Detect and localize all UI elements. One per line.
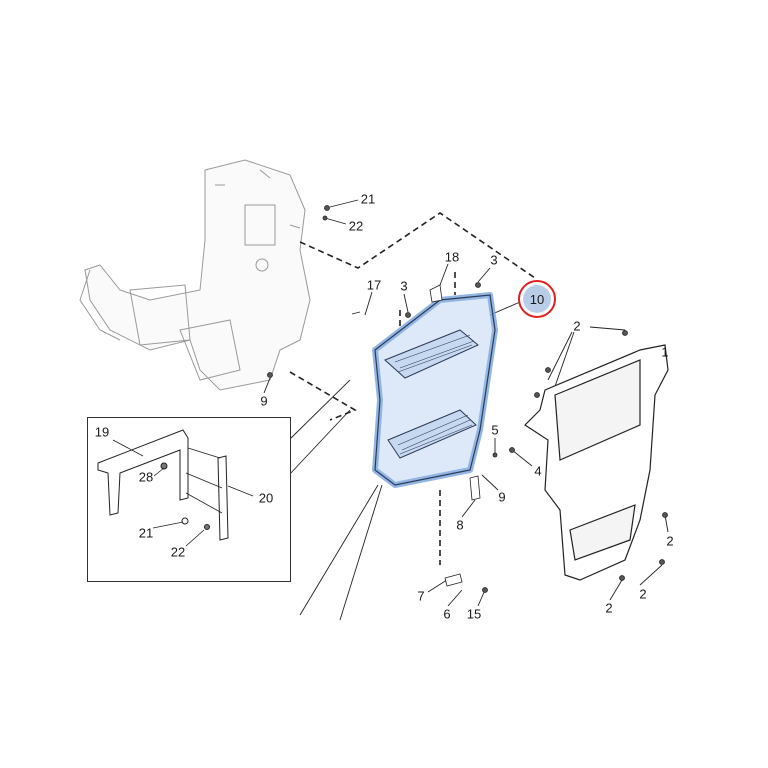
callout-1[interactable]: 1: [661, 344, 669, 360]
callout-8[interactable]: 8: [456, 517, 464, 533]
inset-callout-19[interactable]: 19: [94, 424, 110, 440]
callout-9[interactable]: 9: [498, 489, 506, 505]
callout-17[interactable]: 17: [366, 277, 382, 293]
inset-callout-28[interactable]: 28: [138, 469, 154, 485]
vehicle-frame-ghost: [79, 159, 311, 391]
callout-18[interactable]: 18: [444, 249, 460, 265]
callout-3[interactable]: 3: [400, 278, 408, 294]
callout-10-highlighted[interactable]: 10: [518, 280, 556, 318]
inset-callout-20[interactable]: 20: [258, 490, 274, 506]
bracket-detail-artwork: [97, 429, 254, 547]
callout-6[interactable]: 6: [443, 606, 451, 622]
part-1-side-panel: [524, 344, 669, 581]
inset-callout-21[interactable]: 21: [138, 525, 154, 541]
callout-2[interactable]: 2: [666, 533, 674, 549]
detail-inset: [87, 417, 291, 582]
callout-4[interactable]: 4: [534, 463, 542, 479]
callout-2[interactable]: 2: [605, 600, 613, 616]
callout-5[interactable]: 5: [491, 422, 499, 438]
callout-9[interactable]: 9: [260, 393, 268, 409]
callout-7[interactable]: 7: [417, 588, 425, 604]
callout-3[interactable]: 3: [490, 252, 498, 268]
callout-21[interactable]: 21: [360, 191, 376, 207]
callout-22[interactable]: 22: [348, 218, 364, 234]
part-10-step-highlight: [372, 292, 498, 488]
inset-callout-22[interactable]: 22: [170, 544, 186, 560]
callout-10-label: 10: [523, 285, 551, 313]
callout-2[interactable]: 2: [573, 318, 581, 334]
callout-15[interactable]: 15: [466, 606, 482, 622]
callout-2[interactable]: 2: [639, 586, 647, 602]
